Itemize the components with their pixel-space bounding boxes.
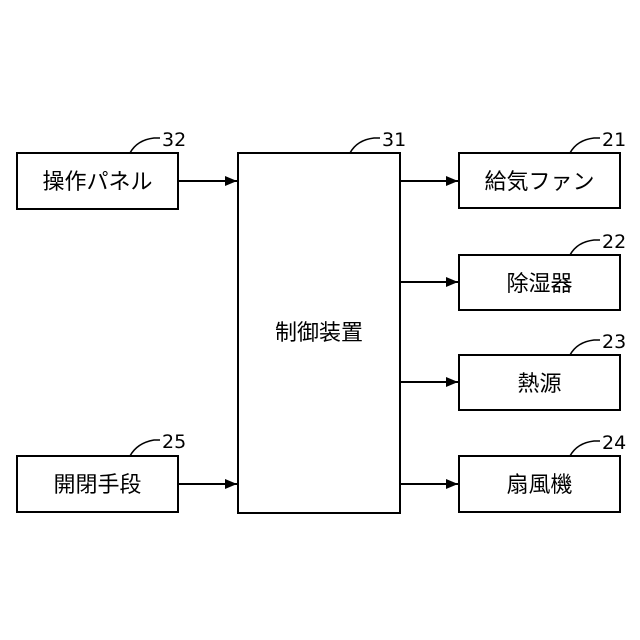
heat-source-ref-leader xyxy=(570,340,600,355)
controller-label: 制御装置 xyxy=(275,321,363,346)
open-close-ref: 25 xyxy=(162,431,186,453)
supply-fan-ref-leader xyxy=(570,138,600,153)
blower-label: 扇風機 xyxy=(506,473,572,498)
operation-panel-ref-leader xyxy=(130,138,160,153)
heat-source-block: 熱源 xyxy=(459,355,620,410)
open-close-block: 開閉手段 xyxy=(17,456,178,512)
operation-panel-block: 操作パネル xyxy=(17,153,178,209)
heat-source-ref: 23 xyxy=(602,331,626,353)
supply-fan-block: 給気ファン xyxy=(459,153,620,208)
supply-fan-label: 給気ファン xyxy=(484,170,594,195)
dehumidifier-block: 除湿器 xyxy=(459,255,620,310)
blower-block: 扇風機 xyxy=(459,456,620,512)
blower-ref-leader xyxy=(570,441,600,456)
operation-panel-label: 操作パネル xyxy=(42,170,152,195)
operation-panel-ref: 32 xyxy=(162,129,186,151)
blower-ref: 24 xyxy=(602,432,626,454)
controller-block: 制御装置 xyxy=(238,153,400,513)
controller-ref: 31 xyxy=(382,129,406,151)
dehumidifier-ref: 22 xyxy=(602,231,626,253)
dehumidifier-ref-leader xyxy=(570,240,600,255)
open-close-ref-leader xyxy=(130,440,160,456)
supply-fan-ref: 21 xyxy=(602,129,626,151)
dehumidifier-label: 除湿器 xyxy=(506,272,572,297)
open-close-label: 開閉手段 xyxy=(53,473,141,498)
controller-ref-leader xyxy=(350,138,380,153)
heat-source-label: 熱源 xyxy=(517,372,561,397)
